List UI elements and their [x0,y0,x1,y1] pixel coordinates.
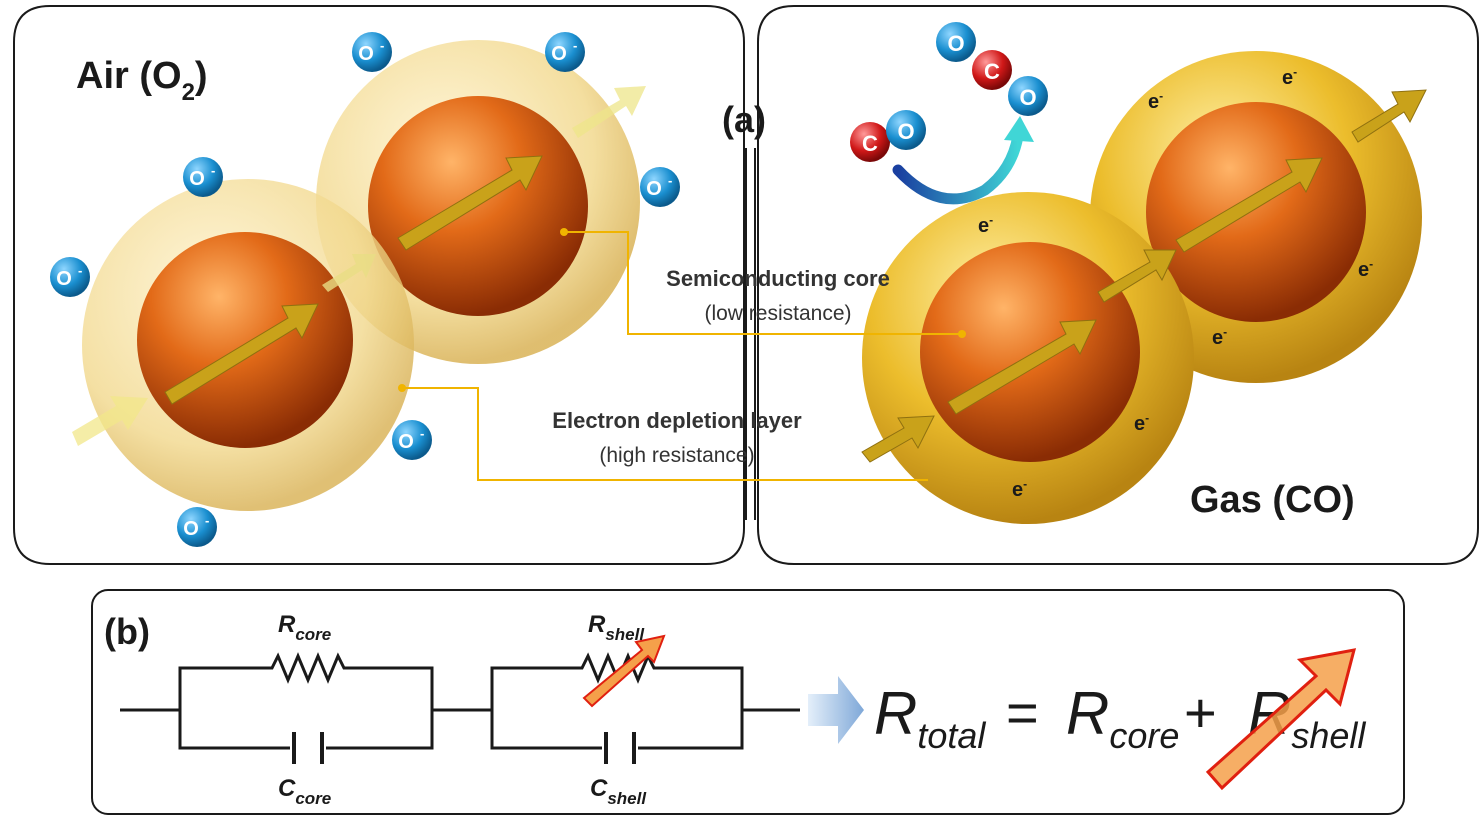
svg-text:O: O [646,178,662,200]
svg-text:e-: e- [978,213,993,237]
svg-text:-: - [420,426,424,441]
svg-text:e-: e- [1148,89,1163,113]
r-shell-label: Rshell [588,611,645,644]
core-label: Semiconducting core [666,266,890,291]
oxygen-ion: O- [640,167,680,207]
svg-text:O: O [189,168,205,190]
svg-text:e-: e- [1012,477,1027,501]
oxygen-ion: O- [177,507,217,547]
eq-r-total: Rtotal [874,680,986,756]
shell-leader-line [402,387,928,481]
svg-text:e-: e- [1358,257,1373,281]
eq-plus: + [1184,681,1217,744]
air-flow-arrow-back [397,86,646,251]
right-panel-frame [757,5,1479,565]
svg-text:-: - [380,38,384,53]
circuit-wires [120,666,800,750]
r-core-label: Rcore [278,611,331,644]
svg-text:e-: e- [1212,325,1227,349]
core-leader-line [564,231,962,335]
co2-molecule: O C O [936,22,1048,116]
electron: e- [1358,257,1373,281]
svg-text:O: O [56,268,72,290]
svg-text:O: O [1019,85,1036,110]
electron: e- [1012,477,1027,501]
left-panel-frame [13,5,745,565]
svg-text:e-: e- [1134,411,1149,435]
resistor-core-symbol [262,652,354,684]
wire-gap-mask [602,740,638,756]
electron: e- [978,213,993,237]
reaction-curve-arrow [892,130,1024,205]
wire-gap-mask [290,740,326,756]
core-sublabel: (low resistance) [704,302,851,325]
panel-a-label: (a) [722,99,766,140]
svg-text:O: O [897,119,914,144]
shell-increase-arrow-small [582,634,666,708]
svg-text:e-: e- [1282,65,1297,89]
shell-leader-dot [398,384,406,392]
svg-text:O: O [183,518,199,540]
gas-title: Gas (CO) [1190,479,1355,521]
oxygen-ion: O- [50,257,90,297]
eq-equals: = [1006,681,1039,744]
eq-r-core: Rcore [1066,680,1179,756]
electron: e- [1134,411,1149,435]
svg-text:C: C [862,131,878,156]
air-title: Air (O2) [76,55,208,106]
panel-b-frame [91,589,1405,815]
core-leader-dot [958,330,966,338]
co-molecule: C O [850,110,926,162]
air-flow-arrow-front [72,254,376,446]
svg-text:-: - [211,163,215,178]
capacitor-shell-symbol [604,732,636,764]
oxygen-ion: O- [545,32,585,72]
shell-increase-arrow-large [1205,648,1357,791]
svg-text:-: - [573,38,577,53]
electron: e- [1212,325,1227,349]
capacitor-core-symbol [292,732,324,764]
svg-text:-: - [205,513,209,528]
gas-flow-arrow [861,89,1427,463]
svg-text:O: O [947,31,964,56]
implies-arrow [808,676,864,744]
shell-label: Electron depletion layer [552,408,802,433]
svg-text:O: O [358,43,374,65]
svg-text:-: - [78,263,82,278]
reaction-arrowhead [1004,116,1034,142]
oxygen-ion: O- [352,32,392,72]
panel-b-label: (b) [104,611,150,652]
c-shell-label: Cshell [590,775,647,808]
core-leader-dot [560,228,568,236]
electron: e- [1148,89,1163,113]
svg-text:O: O [551,43,567,65]
c-core-label: Ccore [278,775,331,808]
svg-text:-: - [668,173,672,188]
oxygen-ion: O- [392,420,432,460]
electron: e- [1282,65,1297,89]
oxygen-ion: O- [183,157,223,197]
svg-text:C: C [984,59,1000,84]
shell-sublabel: (high resistance) [599,444,754,467]
svg-text:O: O [398,431,414,453]
